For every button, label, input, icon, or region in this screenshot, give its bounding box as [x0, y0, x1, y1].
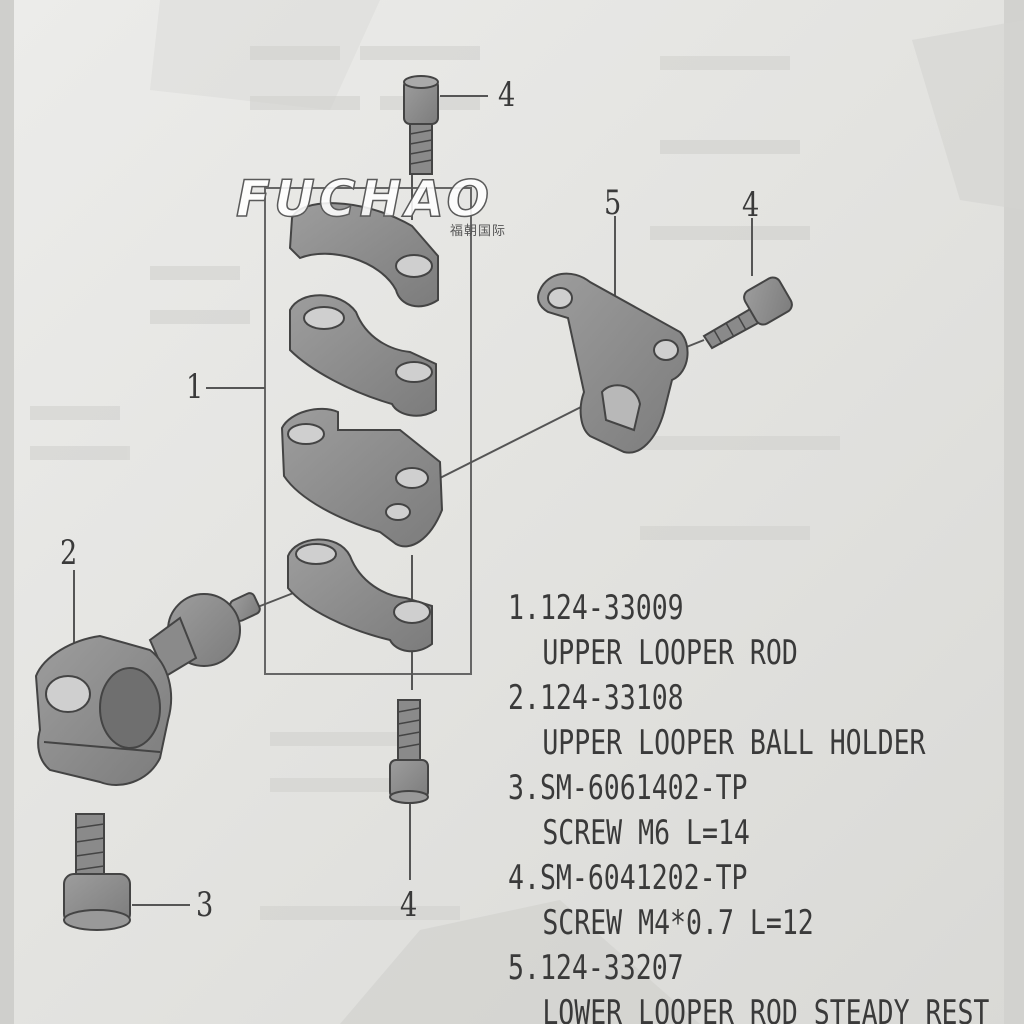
parts-list: 1.124-33009 UPPER LOOPER ROD 2.124-33108… [508, 586, 1024, 1024]
part-name: SCREW M4*0.7 L=12 [542, 903, 814, 943]
part-entry-5: 5.124-33207 LOWER LOOPER ROD STEADY REST [508, 946, 990, 1024]
part-entry-1: 1.124-33009 UPPER LOOPER ROD [508, 586, 929, 676]
steady-rest-part [537, 272, 689, 454]
part-number: SM-6061402-TP [539, 768, 748, 808]
part-name: UPPER LOOPER BALL HOLDER [542, 723, 926, 763]
part-number: 124-33009 [539, 588, 684, 628]
callout-3: 3 [196, 885, 214, 925]
watermark-brand: FUCHAO [235, 170, 493, 228]
part-name: UPPER LOOPER ROD [542, 633, 798, 673]
part-entry-4: 4.SM-6041202-TP SCREW M4*0.7 L=12 [508, 856, 929, 946]
part-name: SCREW M6 L=14 [542, 813, 750, 853]
callout-5: 5 [604, 183, 622, 223]
callout-2: 2 [60, 533, 78, 573]
part-name: LOWER LOOPER ROD STEADY REST [542, 993, 990, 1024]
part-number: 124-33108 [539, 678, 684, 718]
part-number: SM-6041202-TP [539, 858, 748, 898]
part-index: 4. [508, 858, 540, 898]
watermark-subtitle: 福朝国际 [450, 224, 507, 239]
clamp-second-half [289, 294, 437, 417]
callout-4-right: 4 [742, 185, 760, 225]
part-number: 124-33207 [539, 948, 684, 988]
part-index: 1. [508, 588, 540, 628]
screw-top [403, 75, 439, 175]
screw-lower-left [63, 813, 131, 931]
screw-right [702, 276, 793, 350]
callout-1: 1 [186, 367, 204, 407]
part-index: 5. [508, 948, 540, 988]
looper-rod-body [280, 407, 444, 548]
fuchao-watermark: FUCHAO 福朝国际 [235, 170, 536, 244]
part-index: 2. [508, 678, 540, 718]
part-entry-2: 2.124-33108 UPPER LOOPER BALL HOLDER [508, 676, 929, 766]
ball-stud [148, 592, 261, 678]
screw-bottom [389, 699, 429, 804]
ball-holder-part [34, 634, 173, 786]
part-entry-3: 3.SM-6061402-TP SCREW M6 L=14 [508, 766, 929, 856]
part-1-bracket-box [264, 187, 472, 675]
callout-4-bottom: 4 [400, 885, 418, 925]
clamp-lower-half [287, 538, 433, 653]
callout-4-top: 4 [498, 75, 516, 115]
part-index: 3. [508, 768, 540, 808]
clamp-upper-half [288, 202, 439, 308]
